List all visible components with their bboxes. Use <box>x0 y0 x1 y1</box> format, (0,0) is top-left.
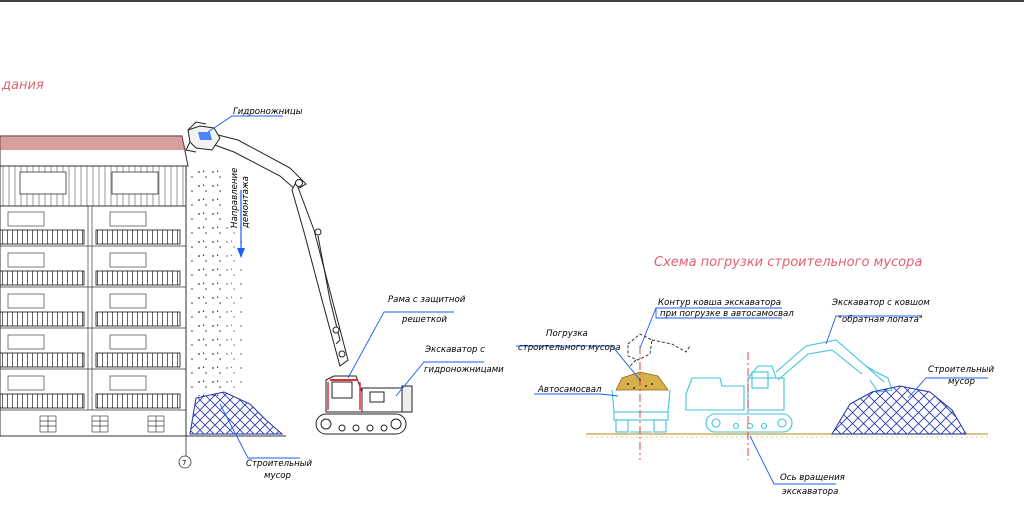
label-loading-2: строительного мусора <box>518 343 621 353</box>
label-loading-1: Погрузка <box>546 329 588 339</box>
label-debris-right-1: Строительный <box>928 365 995 375</box>
direction-label-1: Направление <box>230 168 240 228</box>
excavator-with-bucket <box>685 339 893 433</box>
label-bucket-contour-2: при погрузке в автосамосвал <box>660 309 794 319</box>
label-excavator-bucket-2: "обратная лопата" <box>838 315 923 325</box>
leaders-right <box>516 307 988 485</box>
label-debris-left-1: Строительный <box>246 459 313 469</box>
truck-load <box>615 371 669 391</box>
label-debris-left-2: мусор <box>264 471 292 481</box>
excavator-with-shears <box>185 121 413 435</box>
label-frame-1: Рама с защитной <box>388 295 466 305</box>
right-title: Схема погрузки строительного мусора <box>654 255 922 270</box>
label-rotation-axis-1: Ось вращения <box>780 473 845 483</box>
axis-marker-label: 7 <box>182 459 186 467</box>
axis-marker-circle <box>178 455 192 469</box>
direction-label-2: демонтажа <box>241 176 251 229</box>
bucket-contour <box>627 333 691 367</box>
left-title: дания <box>1 78 44 93</box>
label-dump-truck: Автосамосвал <box>537 385 602 395</box>
label-rotation-axis-2: экскаватора <box>782 487 838 497</box>
label-debris-right-2: мусор <box>948 377 976 387</box>
demolition-direction-arrow <box>237 190 245 258</box>
label-excavator-shears-2: гидроножницами <box>424 365 504 375</box>
label-shears: Гидроножницы <box>233 107 303 117</box>
dump-truck <box>611 389 671 433</box>
label-excavator-bucket-1: Экскаватор с ковшом <box>831 298 930 308</box>
debris-pile-left <box>189 391 284 435</box>
debris-pile-right <box>831 385 967 435</box>
label-excavator-shears-1: Экскаватор с <box>424 345 485 355</box>
leaders-left <box>207 115 484 459</box>
label-frame-2: решеткой <box>401 315 447 325</box>
label-bucket-contour-1: Контур ковша экскаватора <box>658 298 781 308</box>
building: 7 <box>0 135 286 469</box>
